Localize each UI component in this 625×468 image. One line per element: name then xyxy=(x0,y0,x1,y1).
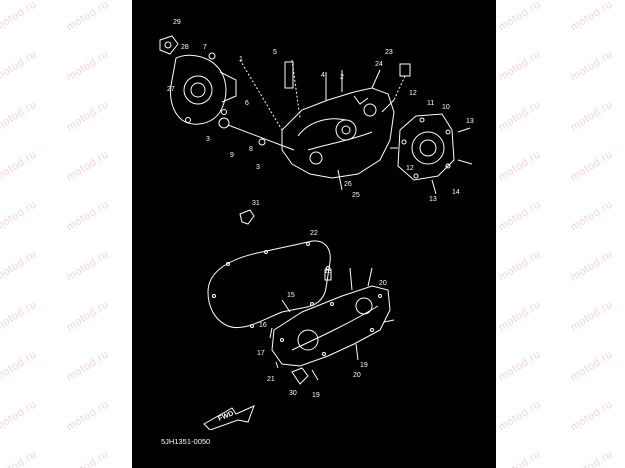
forward-direction-arrow xyxy=(203,405,255,430)
part-callout: 3 xyxy=(206,136,210,143)
watermark-text: motod.ru xyxy=(568,298,615,334)
watermark-text: motod.ru xyxy=(64,348,111,384)
part-callout: 5 xyxy=(273,49,277,56)
part-callout: 27 xyxy=(167,86,175,93)
watermark-text: motod.ru xyxy=(568,448,615,468)
crankcase-gasket xyxy=(207,240,331,328)
watermark-text: motod.ru xyxy=(496,48,543,84)
watermark-text: motod.ru xyxy=(64,448,111,468)
part-callout: 23 xyxy=(385,49,393,56)
part-callout: 19 xyxy=(312,392,320,399)
watermark-text: motod.ru xyxy=(0,298,39,334)
watermark-text: motod.ru xyxy=(64,248,111,284)
part-callout: 16 xyxy=(259,322,267,329)
watermark-text: motod.ru xyxy=(0,48,39,84)
part-callout: 20 xyxy=(379,280,387,287)
watermark-text: motod.ru xyxy=(0,148,39,184)
part-callout: 12 xyxy=(409,90,417,97)
watermark-text: motod.ru xyxy=(568,198,615,234)
watermark-text: motod.ru xyxy=(0,398,39,434)
part-callout: 18 xyxy=(324,268,332,275)
watermark-text: motod.ru xyxy=(568,98,615,134)
crankcase xyxy=(281,69,395,179)
part-callout: 29 xyxy=(173,19,181,26)
part-callout: 8 xyxy=(249,146,253,153)
part-callout: 17 xyxy=(257,350,265,357)
watermark-text: motod.ru xyxy=(568,148,615,184)
part-callout: 28 xyxy=(181,44,189,51)
watermark-text: motod.ru xyxy=(568,0,615,34)
watermark-text: motod.ru xyxy=(0,248,39,284)
part-callout: 1 xyxy=(239,56,243,63)
part-callout: 26 xyxy=(344,181,352,188)
part-code-label: 5JH1351-0050 xyxy=(161,437,211,446)
watermark-text: motod.ru xyxy=(568,348,615,384)
watermark-text: motod.ru xyxy=(496,248,543,284)
watermark-text: motod.ru xyxy=(64,198,111,234)
part-callout: 9 xyxy=(230,152,234,159)
part-callout: 20 xyxy=(353,372,361,379)
watermark-text: motod.ru xyxy=(64,148,111,184)
part-callout: 15 xyxy=(287,292,295,299)
watermark-text: motod.ru xyxy=(496,398,543,434)
part-callout: 6 xyxy=(245,100,249,107)
watermark-text: motod.ru xyxy=(496,0,543,34)
part-callout: 30 xyxy=(289,390,297,397)
watermark-text: motod.ru xyxy=(0,198,39,234)
part-callout: 19 xyxy=(360,362,368,369)
watermark-text: motod.ru xyxy=(496,448,543,468)
watermark-text: motod.ru xyxy=(64,48,111,84)
watermark-text: motod.ru xyxy=(568,248,615,284)
side-cover-right xyxy=(397,113,455,181)
part-callout: 31 xyxy=(252,200,260,207)
part-callout: 11 xyxy=(427,100,435,107)
watermark-text: motod.ru xyxy=(496,198,543,234)
watermark-text: motod.ru xyxy=(496,98,543,134)
part-callout: 10 xyxy=(442,104,450,111)
watermark-text: motod.ru xyxy=(64,398,111,434)
drive-shaft xyxy=(227,124,295,151)
watermark-text: motod.ru xyxy=(496,298,543,334)
part-callout: 13 xyxy=(429,196,437,203)
bracket xyxy=(239,209,255,225)
watermark-text: motod.ru xyxy=(0,0,39,34)
transmission-cover xyxy=(271,285,391,367)
water-pump-housing xyxy=(159,35,237,125)
watermark-text: motod.ru xyxy=(496,348,543,384)
part-callout: 2 xyxy=(340,74,344,81)
watermark-text: motod.ru xyxy=(568,48,615,84)
part-callout: 13 xyxy=(466,118,474,125)
part-callout: 12 xyxy=(406,165,414,172)
part-callout: 24 xyxy=(375,61,383,68)
part-callout: 21 xyxy=(267,376,275,383)
watermark-text: motod.ru xyxy=(0,348,39,384)
part-callout: 7 xyxy=(203,44,207,51)
part-callout: 25 xyxy=(352,192,360,199)
watermark-text: motod.ru xyxy=(64,0,111,34)
part-callout: 14 xyxy=(452,189,460,196)
part-callout: 22 xyxy=(310,230,318,237)
watermark-text: motod.ru xyxy=(64,298,111,334)
watermark-text: motod.ru xyxy=(0,98,39,134)
part-callout: 4 xyxy=(321,72,325,79)
watermark-text: motod.ru xyxy=(64,98,111,134)
watermark-text: motod.ru xyxy=(568,398,615,434)
exploded-diagram xyxy=(159,35,473,385)
part-callout: 3 xyxy=(256,164,260,171)
watermark-text: motod.ru xyxy=(0,448,39,468)
watermark-text: motod.ru xyxy=(496,148,543,184)
